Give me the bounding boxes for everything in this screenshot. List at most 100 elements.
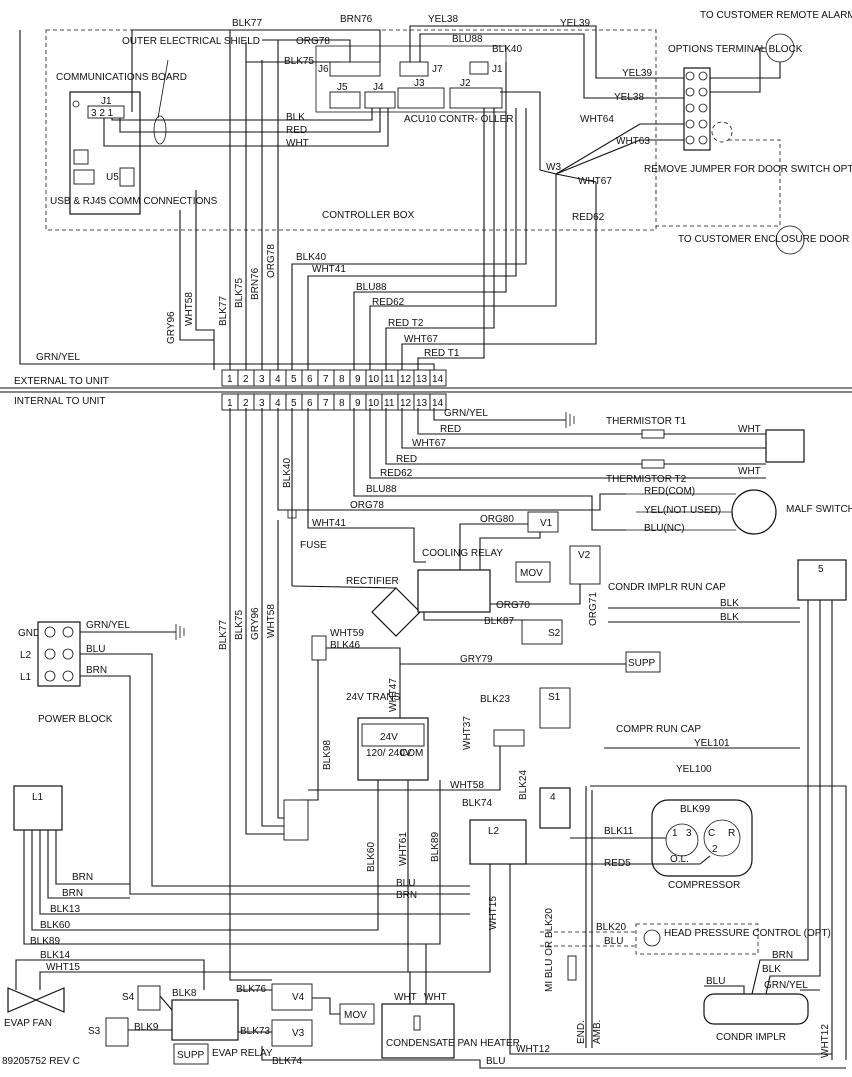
usb-rj45-label: USB & RJ45 COMM CONNECTIONS: [50, 196, 218, 207]
wire-wht61: WHT61: [398, 832, 409, 866]
wire-org78: ORG78: [296, 36, 330, 47]
wire-path-condr-cap: [608, 607, 800, 623]
door-switch-icon: [775, 225, 805, 255]
wire-blk-ci: BLK: [762, 964, 781, 975]
wire-blk23: BLK23: [480, 694, 510, 705]
wire-path-red-t1: [417, 108, 485, 370]
connector-v4-label: V4: [292, 992, 305, 1003]
supp-1: [625, 651, 661, 673]
wire-wht47: WHT47: [388, 678, 399, 712]
connector-v1-label: V1: [540, 518, 553, 529]
connector-s4-label: S4: [122, 992, 135, 1003]
wire-path-wht12b: [509, 864, 832, 1055]
connector-j4-label: J4: [373, 82, 384, 93]
internal-terminal-number: 4: [275, 398, 281, 409]
wire-path-blk87: [423, 612, 530, 621]
wire-path-gry96: [179, 210, 214, 341]
wire-wht15: WHT15: [46, 962, 80, 973]
trans-com-label: COM: [400, 748, 423, 759]
wire-brn-l2: BRN: [396, 890, 417, 901]
malf-leads: [626, 493, 736, 531]
remove-jumper-label: REMOVE JUMPER FOR DOOR SWITCH OPTION: [644, 164, 852, 175]
internal-terminal-number: 2: [243, 398, 249, 409]
controller-box-label: CONTROLLER BOX: [322, 210, 415, 221]
wire-gry79: GRY79: [460, 654, 493, 665]
mov-2-label: MOV: [344, 1010, 367, 1021]
wire-blk20: BLK20: [596, 922, 626, 933]
options-block-screws: [685, 71, 708, 145]
connector-j3: [397, 87, 445, 109]
connector-l1-label: L1: [32, 792, 44, 803]
ground-icon: [565, 412, 575, 428]
wire-path-w3: [500, 91, 557, 175]
wire-gry96: GRY96: [166, 311, 177, 344]
malf-switch-label: MALF SWITCH (OPTIONAL): [786, 504, 852, 515]
connector-jh1-label: J1: [101, 96, 112, 107]
wire-path-brn-p: [80, 675, 470, 895]
wire-blk: BLK: [286, 112, 305, 123]
wire-red-t1: RED T1: [424, 348, 460, 359]
evap-fan-icon: [7, 987, 65, 1013]
evap-fan-label: EVAP FAN: [4, 1018, 52, 1029]
wire-path-blk60b: [31, 830, 80, 931]
junction-trans: [311, 635, 327, 661]
wire-path-blu88: [353, 62, 507, 370]
condr-implr-label: CONDR IMPLR: [716, 1032, 786, 1043]
external-terminal-number: 6: [307, 374, 313, 385]
wire-wht64: WHT64: [580, 114, 614, 125]
wire-path-red-c: [385, 408, 766, 465]
wire-path-brn-ci: [751, 600, 809, 995]
rectifier-label: RECTIFIER: [346, 576, 399, 587]
wire-blu-ci: BLU: [706, 976, 725, 987]
wire-path-red62c: [369, 408, 766, 479]
wire-path-org78: [262, 39, 351, 62]
power-l2-label: L2: [20, 650, 32, 661]
shield-ellipse: [153, 115, 167, 145]
wire-path-blk13: [39, 830, 470, 915]
connector-v1: [527, 511, 559, 533]
door-jumper: [711, 121, 733, 143]
remote-alarm-label: TO CUSTOMER REMOTE ALARM INDICATOR: [700, 10, 852, 21]
wire-path-trans-top: [326, 647, 401, 718]
wire-blk98: BLK98: [322, 740, 333, 770]
door-switch-dashed: [656, 139, 781, 227]
wire-path-org70: [490, 584, 581, 605]
wire-blu-nc: BLU(NC): [644, 523, 685, 534]
external-terminal-number: 10: [368, 374, 380, 385]
connector-u5-label: U5: [106, 172, 119, 183]
wire-blk77v: BLK77: [218, 296, 229, 326]
wire-red-c: RED: [396, 454, 417, 465]
wire-blk-condr2: BLK: [720, 612, 739, 623]
external-label: EXTERNAL TO UNIT: [14, 376, 109, 387]
cap-c-label: C: [708, 828, 715, 839]
wire-path-blu-ci: [704, 985, 745, 994]
power-l1-label: L1: [20, 672, 32, 683]
connector-4-label: 4: [550, 792, 556, 803]
wire-yel39: YEL39: [560, 18, 590, 29]
head-pressure-label: HEAD PRESSURE CONTROL (OPT): [664, 928, 831, 939]
wire-path-blk40: [291, 108, 527, 370]
connector-j4: [364, 91, 396, 109]
wire-path-gry96b: [261, 408, 290, 827]
wire-blk74: BLK74: [462, 798, 492, 809]
wire-path-red-b: [417, 408, 766, 435]
internal-terminal-number: 9: [355, 398, 361, 409]
wire-brn76: BRN76: [340, 14, 373, 25]
wire-path-red-t2: [385, 108, 495, 370]
connector-s3-label: S3: [88, 1026, 101, 1037]
wire-wht67c: WHT67: [412, 438, 446, 449]
condensate-label: CONDENSATE PAN HEATER: [386, 1038, 520, 1049]
connector-j1: [469, 61, 489, 75]
evap-relay-label: EVAP RELAY: [212, 1048, 273, 1059]
wire-blk77: BLK77: [232, 18, 262, 29]
wire-blu88: BLU88: [452, 34, 483, 45]
wire-blu-p: BLU: [86, 644, 105, 655]
external-terminal-number: 13: [416, 374, 428, 385]
wire-path-heater: [409, 944, 427, 1004]
wire-path-1: [131, 29, 240, 112]
wire-red-com: RED(COM): [644, 486, 695, 497]
connector-j3-label: J3: [414, 78, 425, 89]
outer-shield-label: OUTER ELECTRICAL SHIELD: [122, 36, 260, 47]
wire-path-blu-p: [80, 653, 470, 887]
